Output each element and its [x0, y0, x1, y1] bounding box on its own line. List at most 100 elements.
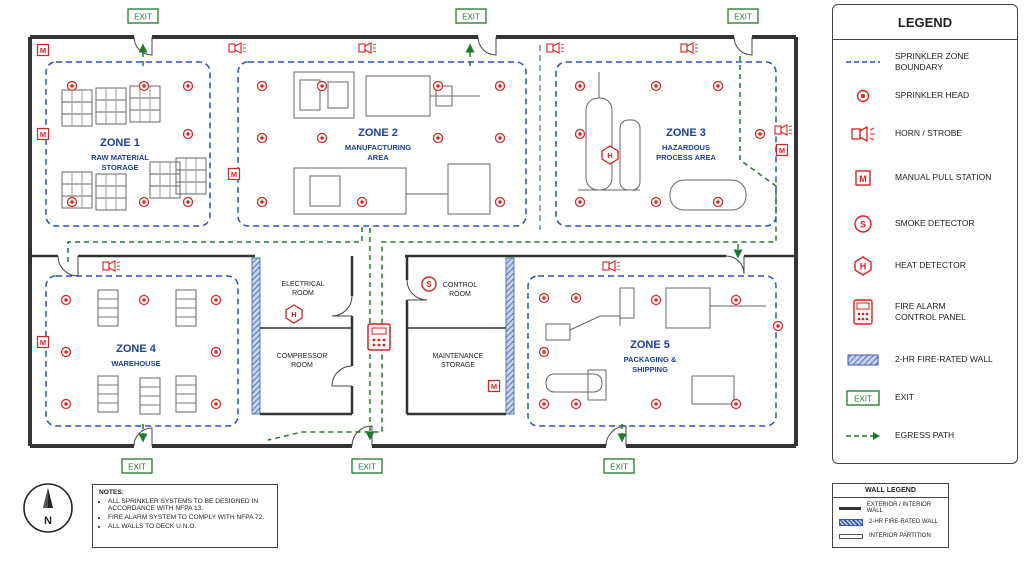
wall-legend-label: EXTERIOR / INTERIOR WALL [866, 502, 932, 514]
svg-text:STORAGE: STORAGE [102, 163, 139, 172]
zone-2-boundary [237, 61, 527, 227]
control-room-label: CONTROL ROOM [443, 282, 477, 298]
sprinkler-head-icon [66, 80, 78, 92]
maintenance-storage-label: MAINTENANCE STORAGE [433, 353, 484, 369]
sprinkler-head-icon [570, 292, 582, 304]
sprinkler-head-icon [574, 128, 586, 140]
sprinkler-zone-boundaries [45, 45, 777, 427]
svg-text:M: M [231, 170, 237, 179]
fire-rated-walls [251, 257, 515, 415]
sprinkler-head-icon [650, 294, 662, 306]
sprinkler-head-icon [494, 196, 506, 208]
sprinkler-head-icon [256, 132, 268, 144]
sprinkler-head-icon [316, 132, 328, 144]
heat-detector-icon: H [854, 256, 872, 276]
svg-text:SHIPPING: SHIPPING [632, 365, 668, 374]
fire-rated-wall-icon [847, 354, 879, 366]
horn-strobe-icon [546, 42, 565, 54]
exit-sign-bottom-left: EXIT [121, 458, 153, 474]
sprinkler-head-icon [66, 196, 78, 208]
svg-text:AREA: AREA [367, 153, 389, 162]
wall-legend-divider [833, 497, 948, 498]
electrical-room-label: ELECTRICAL ROOM [281, 281, 324, 297]
wall-legend-label: 2-HR FIRE-RATED WALL [869, 519, 939, 525]
svg-text:M: M [779, 146, 785, 155]
svg-text:ZONE 2: ZONE 2 [358, 127, 398, 139]
sprinkler-head-icon [138, 80, 150, 92]
compressor-room-label: COMPRESSOR ROOM [277, 353, 328, 369]
sprinkler-head-icon [432, 132, 444, 144]
svg-text:M: M [40, 46, 46, 55]
svg-text:ZONE 5: ZONE 5 [630, 339, 670, 351]
manual-pull-station-icon: M [855, 170, 871, 186]
svg-text:H: H [291, 310, 296, 319]
svg-text:M: M [40, 338, 46, 347]
legend-panel: LEGEND SPRINKLER ZONE BOUNDARY SPRINKLER… [832, 4, 1018, 464]
legend-row-zone-boundary: SPRINKLER ZONE BOUNDARY [833, 47, 1017, 77]
zone-2-label: ZONE 2 MANUFACTURING AREA [345, 127, 411, 162]
note-item: ALL WALLS TO DECK U.N.O. [108, 523, 271, 530]
horn-strobe-icon [774, 124, 793, 136]
legend-row-egress-path: EGRESS PATH [833, 421, 1017, 451]
sprinkler-zone-boundary-icon [846, 61, 880, 63]
sprinkler-head-icon [650, 398, 662, 410]
sprinkler-head-icon [650, 80, 662, 92]
legend-row-fire-alarm-panel: FIRE ALARM CONTROL PANEL [833, 297, 1017, 327]
sprinkler-head-icon [570, 398, 582, 410]
svg-text:ROOM: ROOM [292, 290, 314, 297]
exit-sign-top-right: EXIT [727, 8, 759, 24]
interior-walls [30, 254, 796, 416]
egress-paths [67, 43, 777, 443]
svg-text:ZONE 1: ZONE 1 [100, 137, 140, 149]
svg-text:ZONE 3: ZONE 3 [666, 127, 706, 139]
legend-label: FIRE ALARM CONTROL PANEL [895, 300, 966, 322]
legend-label: HORN / STROBE [895, 128, 963, 139]
svg-text:PACKAGING &: PACKAGING & [624, 355, 677, 364]
legend-label: 2-HR FIRE-RATED WALL [895, 354, 993, 365]
legend-label: HEAT DETECTOR [895, 260, 966, 271]
legend-row-sprinkler-head: SPRINKLER HEAD [833, 81, 1017, 111]
sprinkler-head-icon [182, 128, 194, 140]
svg-text:M: M [859, 174, 867, 184]
sprinkler-head-icon [574, 80, 586, 92]
horn-strobe-icon [358, 42, 377, 54]
svg-text:EXIT: EXIT [134, 13, 152, 22]
door-swings [57, 36, 753, 447]
legend-title: LEGEND [897, 15, 953, 30]
sprinkler-head-icon [210, 346, 222, 358]
sprinkler-head-icon [754, 128, 766, 140]
exit-sign-bottom-right: EXIT [603, 458, 635, 474]
svg-text:H: H [860, 262, 867, 272]
equipment-sketches [61, 71, 766, 415]
svg-text:RAW MATERIAL: RAW MATERIAL [91, 153, 149, 162]
fire-alarm-control-panel [367, 323, 391, 351]
north-arrow: N [22, 482, 74, 534]
svg-text:M: M [40, 130, 46, 139]
svg-text:S: S [860, 220, 866, 230]
north-label: N [44, 515, 52, 527]
manual-pull-station-icon: M [36, 127, 50, 141]
sprinkler-head-icon [432, 80, 444, 92]
zone-5-label: ZONE 5 PACKAGING & SHIPPING [624, 339, 677, 374]
note-item: ALL SPRINKLER SYSTEMS TO BE DESIGNED IN … [108, 498, 271, 512]
horn-strobe-icon [102, 260, 121, 272]
manual-pull-station-icon: M [36, 335, 50, 349]
zone-4-boundary [45, 275, 239, 427]
sprinkler-head-icon [650, 196, 662, 208]
notes-title: NOTES: [99, 489, 124, 496]
exit-sign-top-center: EXIT [455, 8, 487, 24]
wall-legend-panel: WALL LEGEND EXTERIOR / INTERIOR WALL 2-H… [832, 483, 949, 548]
exit-sign-top-left: EXIT [127, 8, 159, 24]
sprinkler-head-icon [856, 89, 870, 103]
heat-detector-zone-3: H [601, 145, 619, 165]
svg-text:MANUFACTURING: MANUFACTURING [345, 143, 411, 152]
sprinkler-head-icon [538, 292, 550, 304]
horn-strobes [102, 42, 793, 272]
sprinkler-head-icon [60, 346, 72, 358]
legend-divider [833, 39, 1017, 40]
smoke-detector: S [421, 276, 437, 292]
horn-strobe-icon [602, 260, 621, 272]
smoke-detector-icon: S [854, 215, 872, 233]
sprinkler-head-icon [182, 80, 194, 92]
